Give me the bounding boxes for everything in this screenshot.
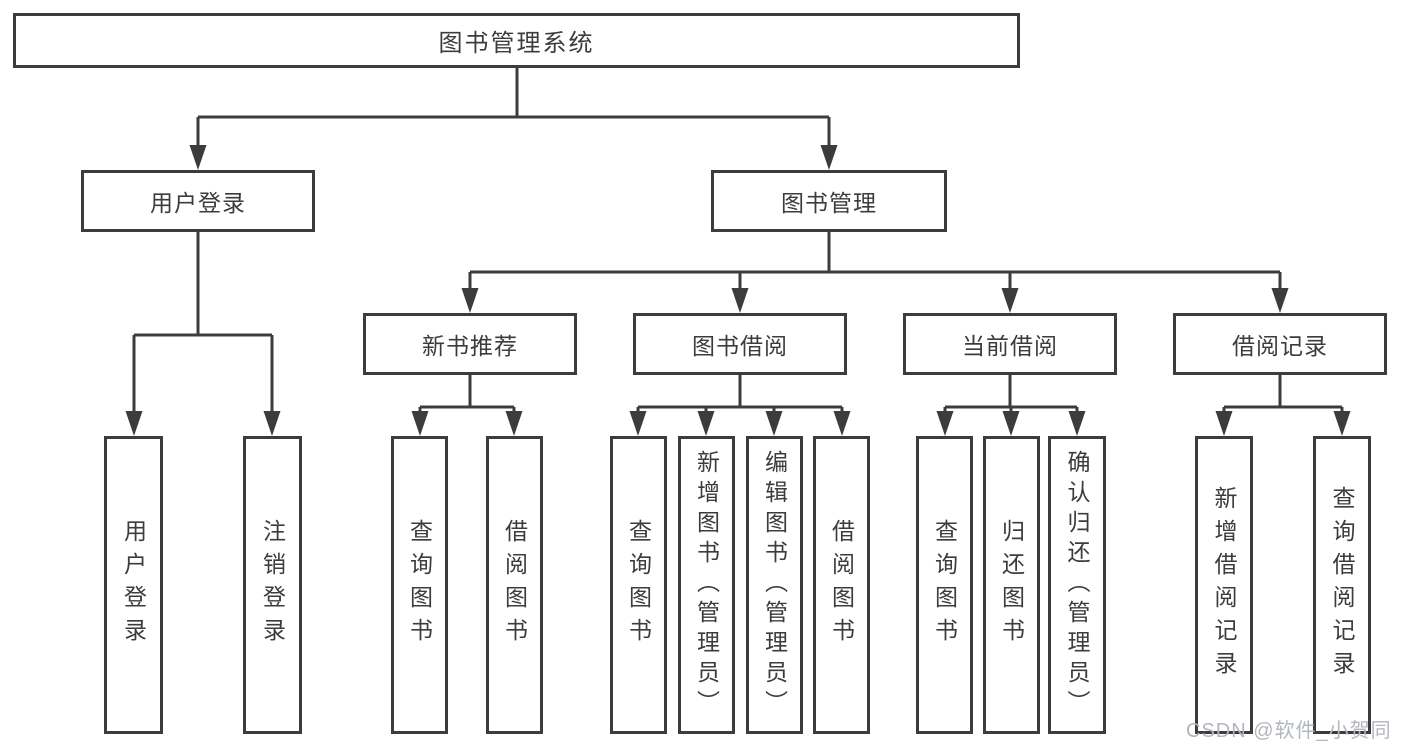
arrow-down-icon — [820, 145, 838, 170]
arrow-down-icon — [411, 411, 429, 436]
leaf-add-book-admin: 新增图书（管理员） — [678, 436, 735, 734]
arrow-down-icon — [189, 145, 207, 170]
leaf-query-borrow-record: 查询借阅记录 — [1313, 436, 1371, 734]
arrow-down-icon — [765, 411, 783, 436]
arrow-down-icon — [263, 411, 281, 436]
arrow-down-icon — [697, 411, 715, 436]
csdn-watermark: CSDN @软件_小贺同学 — [1186, 720, 1392, 742]
node-new-book-recommendation: 新书推荐 — [363, 313, 577, 375]
arrow-down-icon — [461, 288, 479, 313]
leaf-query-books-1: 查询图书 — [391, 436, 448, 734]
arrow-down-icon — [1215, 411, 1233, 436]
arrow-down-icon — [125, 411, 143, 436]
node-user-login: 用户登录 — [81, 170, 315, 232]
leaf-query-books-3: 查询图书 — [916, 436, 973, 734]
node-book-management: 图书管理 — [711, 170, 947, 232]
node-current-borrowing: 当前借阅 — [903, 313, 1117, 375]
arrow-down-icon — [833, 411, 851, 436]
node-book-borrowing: 图书借阅 — [633, 313, 847, 375]
leaf-edit-book-admin: 编辑图书（管理员） — [746, 436, 803, 734]
node-borrowing-records: 借阅记录 — [1173, 313, 1387, 375]
leaf-user-login: 用户登录 — [104, 436, 163, 734]
arrow-down-icon — [1271, 288, 1289, 313]
arrow-down-icon — [629, 411, 647, 436]
leaf-borrow-books-2: 借阅图书 — [813, 436, 870, 734]
arrow-down-icon — [731, 288, 749, 313]
node-library-management-system: 图书管理系统 — [13, 13, 1020, 68]
arrow-down-icon — [1333, 411, 1351, 436]
arrow-down-icon — [505, 411, 523, 436]
arrow-down-icon — [1001, 288, 1019, 313]
leaf-query-books-2: 查询图书 — [610, 436, 667, 734]
leaf-confirm-return-admin: 确认归还（管理员） — [1048, 436, 1106, 734]
leaf-return-book: 归还图书 — [983, 436, 1040, 734]
arrow-down-icon — [1002, 411, 1020, 436]
arrowheads — [125, 145, 1351, 436]
leaf-logout: 注销登录 — [243, 436, 302, 734]
leaf-add-borrow-record: 新增借阅记录 — [1195, 436, 1253, 734]
leaf-borrow-books-1: 借阅图书 — [486, 436, 543, 734]
arrow-down-icon — [1068, 411, 1086, 436]
arrow-down-icon — [936, 411, 954, 436]
